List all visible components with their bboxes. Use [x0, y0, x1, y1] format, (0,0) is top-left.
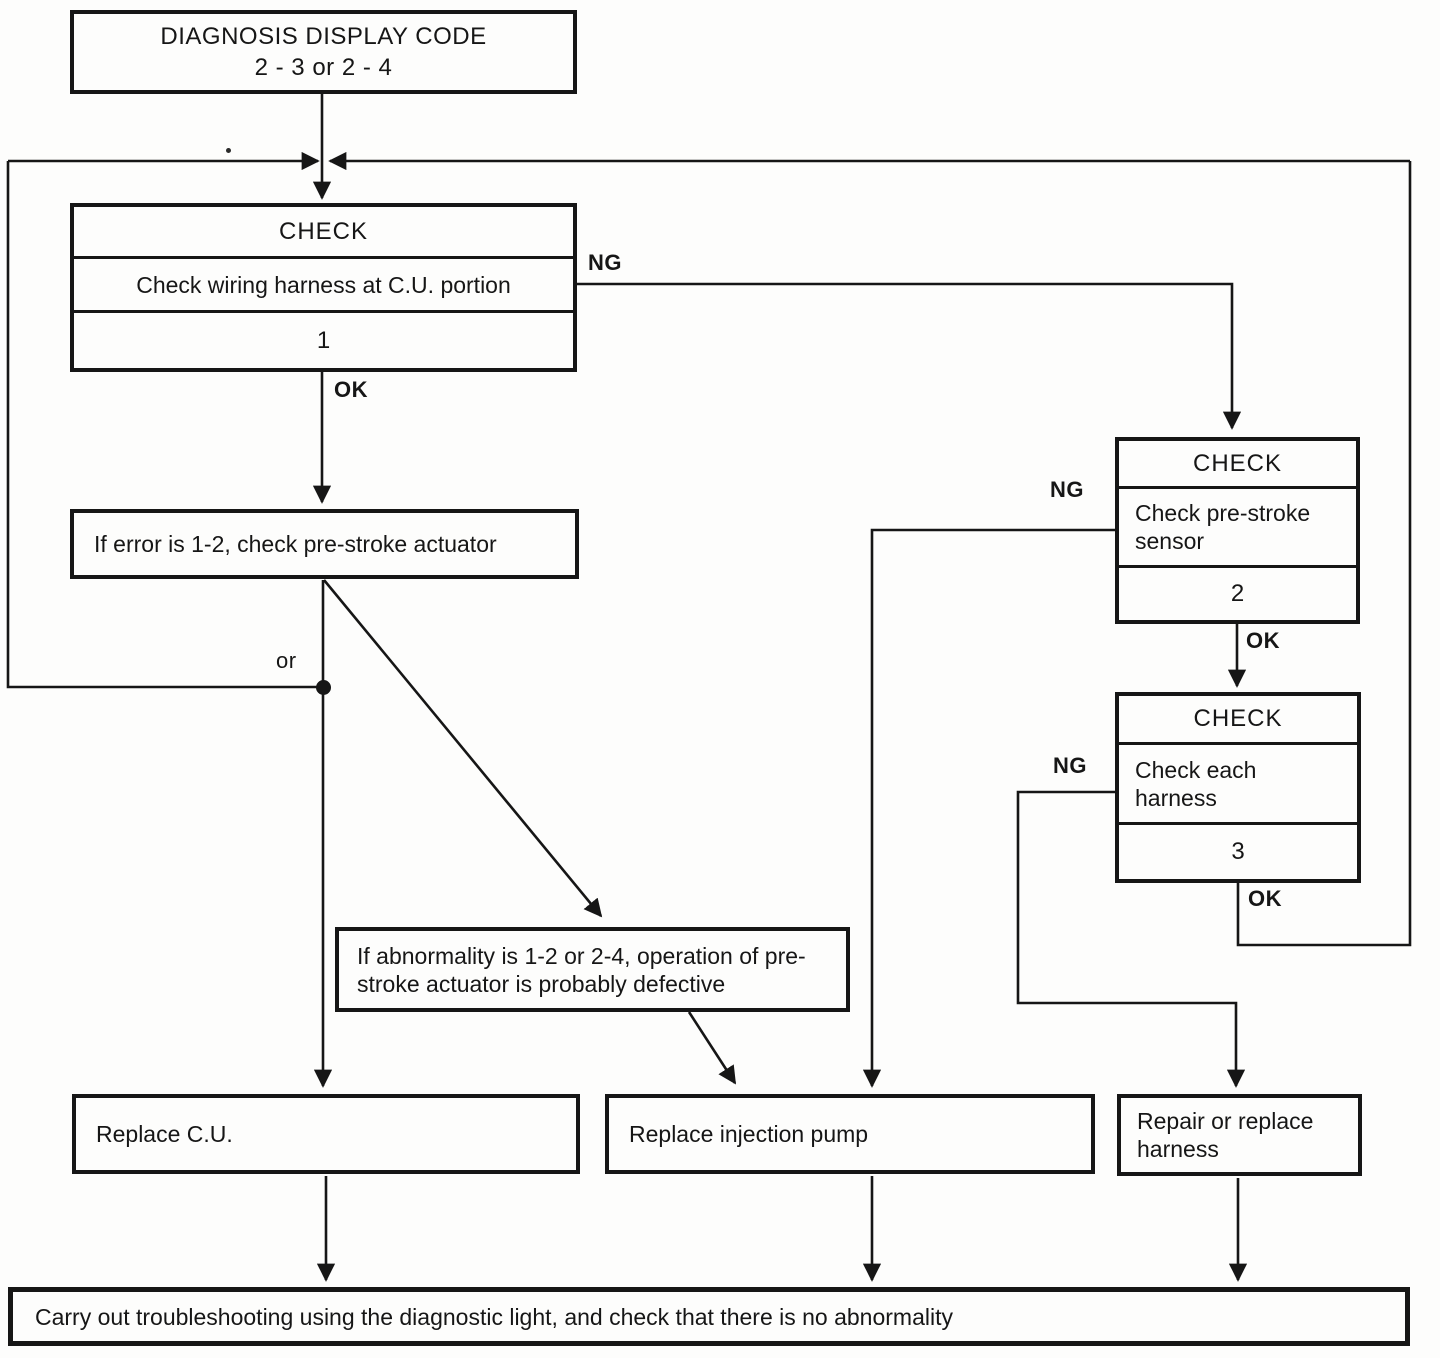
- check2-step-number: 2: [1230, 580, 1245, 607]
- check2-body: Check pre-stroke sensor: [1119, 489, 1356, 568]
- ng-label-check1: NG: [588, 250, 622, 275]
- ok-label-check1: OK: [334, 377, 368, 402]
- diagnosis-title-line1: DIAGNOSIS DISPLAY CODE: [160, 23, 487, 50]
- or-label: or: [276, 648, 297, 673]
- repair-harness-box: Repair or replace harness: [1117, 1094, 1362, 1176]
- check3-body: Check each harness: [1119, 745, 1357, 825]
- ok-label-check2: OK: [1246, 628, 1280, 653]
- edge-loop-left-border: [6, 161, 317, 689]
- check1-box: CHECK Check wiring harness at C.U. porti…: [70, 203, 577, 372]
- ng-label-check3: NG: [1053, 753, 1087, 778]
- check1-body: Check wiring harness at C.U. portion: [74, 259, 573, 313]
- final-instruction-box: Carry out troubleshooting using the diag…: [8, 1287, 1410, 1346]
- edge-check1-ng: [577, 282, 1242, 430]
- if-error-box: If error is 1-2, check pre-stroke actuat…: [70, 509, 579, 579]
- ng-label-check2: NG: [1050, 477, 1084, 502]
- replace-injection-pump-box: Replace injection pump: [605, 1094, 1095, 1174]
- diagnosis-title-line2: 2 - 3 or 2 - 4: [254, 54, 393, 81]
- check1-step-number: 1: [316, 326, 331, 354]
- replace-cu-text: Replace C.U.: [96, 1121, 233, 1147]
- edge-iferror-diagonal: [322, 579, 603, 918]
- print-speck: [226, 148, 231, 153]
- diagnosis-display-code-box: DIAGNOSIS DISPLAY CODE 2 - 3 or 2 - 4: [70, 10, 577, 94]
- check3-step-number: 3: [1231, 838, 1245, 865]
- repair-harness-text: Repair or replace harness: [1137, 1108, 1314, 1162]
- check2-header: CHECK: [1119, 441, 1356, 489]
- replace-injection-pump-text: Replace injection pump: [629, 1121, 869, 1147]
- check3-header: CHECK: [1119, 696, 1357, 745]
- check2-box: CHECK Check pre-stroke sensor 2: [1115, 437, 1360, 624]
- edge-ifabn-diagonal: [687, 1011, 737, 1085]
- edge-check3-ok-loop: [1236, 161, 1412, 947]
- edge-check2-ng: [862, 528, 1115, 1088]
- if-error-text: If error is 1-2, check pre-stroke actuat…: [94, 531, 497, 557]
- check3-box: CHECK Check each harness 3: [1115, 692, 1361, 883]
- check1-header: CHECK: [74, 207, 573, 259]
- or-junction-dot: [316, 680, 331, 695]
- if-abnormality-text: If abnormality is 1-2 or 2-4, operation …: [357, 942, 806, 997]
- if-abnormality-box: If abnormality is 1-2 or 2-4, operation …: [335, 927, 850, 1012]
- final-instruction-text: Carry out troubleshooting using the diag…: [35, 1303, 953, 1330]
- replace-cu-box: Replace C.U.: [72, 1094, 580, 1174]
- ok-label-check3: OK: [1248, 886, 1282, 911]
- edge-check3-ng: [1016, 790, 1246, 1088]
